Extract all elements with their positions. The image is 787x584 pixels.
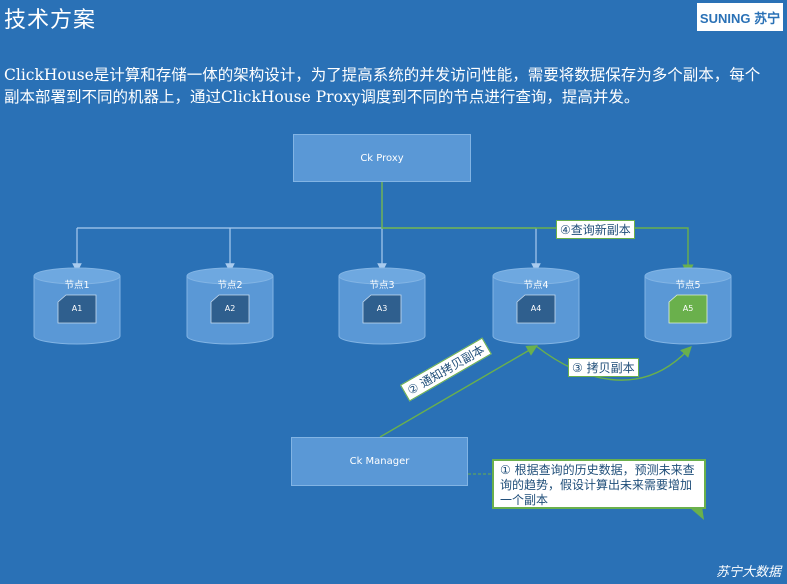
replica-a3-label: A3 xyxy=(376,304,388,313)
replica-a1-label: A1 xyxy=(71,304,83,313)
step-query-new-replica-label: ④查询新副本 xyxy=(556,220,635,239)
replica-a2-label: A2 xyxy=(224,304,236,313)
copy-replica-arrow xyxy=(535,345,692,381)
step-copy-replica-label: ③ 拷贝副本 xyxy=(568,358,639,377)
node-3-cylinder xyxy=(338,267,426,345)
footer-brand: 苏宁大数据 xyxy=(715,565,781,580)
page-title: 技术方案 xyxy=(4,8,97,33)
node-4-label: 节点4 xyxy=(523,280,549,291)
replica-a4-label: A4 xyxy=(530,304,542,313)
description-text: ClickHouse是计算和存储一体的架构设计，为了提高系统的并发访问性能，需要… xyxy=(4,66,761,106)
suning-logo: SUNING 苏宁 xyxy=(697,3,783,31)
node-5-label: 节点5 xyxy=(675,280,701,291)
callout-tail xyxy=(690,506,704,520)
ck-manager-box: Ck Manager xyxy=(291,437,468,486)
node-2-label: 节点2 xyxy=(217,280,243,291)
step-predict-callout: ① 根据查询的历史数据，预测未来查询的趋势，假设计算出未来需要增加一个副本 xyxy=(492,459,706,509)
node-1-label: 节点1 xyxy=(64,280,90,291)
node-cylinders xyxy=(33,267,732,345)
node-4-cylinder xyxy=(492,267,580,345)
proxy-fanout-lines xyxy=(72,182,541,273)
node-2-cylinder xyxy=(186,267,274,345)
ck-proxy-box: Ck Proxy xyxy=(293,134,471,182)
node-5-cylinder xyxy=(644,267,732,345)
node-1-cylinder xyxy=(33,267,121,345)
notify-copy-arrow xyxy=(379,345,538,438)
node-3-label: 节点3 xyxy=(369,280,395,291)
query-new-replica-line xyxy=(381,182,694,276)
replica-a5-label: A5 xyxy=(682,304,694,313)
